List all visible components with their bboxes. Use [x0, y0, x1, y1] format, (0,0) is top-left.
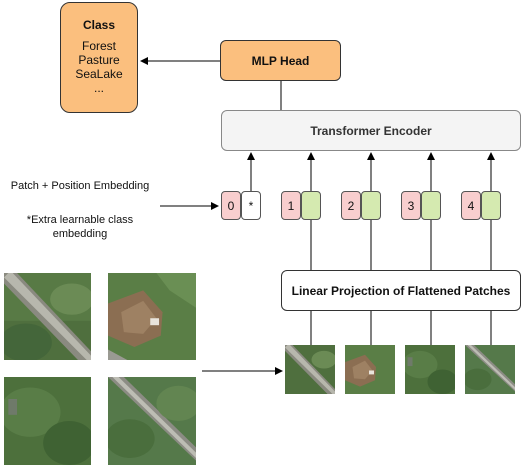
class-token-position: 0: [221, 191, 241, 220]
patch-3-index: 3: [407, 198, 415, 213]
image-patch-top-right: [108, 273, 196, 360]
patch-4-position: 4: [461, 191, 481, 220]
class-output-box: Class Forest Pasture SeaLake ...: [60, 2, 138, 113]
patch-3-embedding: [421, 191, 441, 220]
flattened-patch-4: [465, 345, 515, 394]
class-item-pasture: Pasture: [78, 53, 120, 67]
patch-4-embedding: [481, 191, 501, 220]
class-item-ellipsis: ...: [93, 81, 104, 95]
linear-projection-label: Linear Projection of Flattened Patches: [291, 283, 511, 298]
image-patch-top-left: [4, 273, 91, 360]
extra-class-note-line-1: *Extra learnable class: [26, 214, 134, 226]
image-patch-bottom-left: [4, 377, 91, 465]
image-patch-bottom-right: [108, 377, 196, 465]
patch-1-position: 1: [281, 191, 301, 220]
class-token-index: 0: [227, 198, 235, 213]
patch-3-position: 3: [401, 191, 421, 220]
patch-2-position: 2: [341, 191, 361, 220]
transformer-encoder-box: Transformer Encoder: [221, 110, 521, 151]
flattened-patch-3: [405, 345, 455, 394]
extra-class-embedding-note: *Extra learnable class embedding: [0, 213, 160, 241]
mlp-head-box: MLP Head: [220, 40, 341, 81]
patch-position-embedding-text: Patch + Position Embedding: [10, 180, 150, 192]
class-token-embedding: *: [241, 191, 261, 220]
class-token-marker: *: [248, 198, 254, 213]
patch-position-embedding-label: Patch + Position Embedding: [0, 179, 160, 193]
class-item-forest: Forest: [81, 39, 116, 53]
class-title: Class: [82, 18, 116, 32]
patch-1-index: 1: [287, 198, 295, 213]
patch-2-embedding: [361, 191, 381, 220]
patch-1-embedding: [301, 191, 321, 220]
patch-4-index: 4: [467, 198, 475, 213]
patch-2-index: 2: [347, 198, 355, 213]
flattened-patch-1: [285, 345, 335, 394]
flattened-patch-2: [345, 345, 395, 394]
linear-projection-box: Linear Projection of Flattened Patches: [281, 270, 521, 311]
class-item-sealake: SeaLake: [75, 67, 123, 81]
mlp-head-label: MLP Head: [251, 53, 310, 68]
transformer-encoder-label: Transformer Encoder: [310, 123, 432, 138]
extra-class-note-line-2: embedding: [52, 228, 108, 240]
